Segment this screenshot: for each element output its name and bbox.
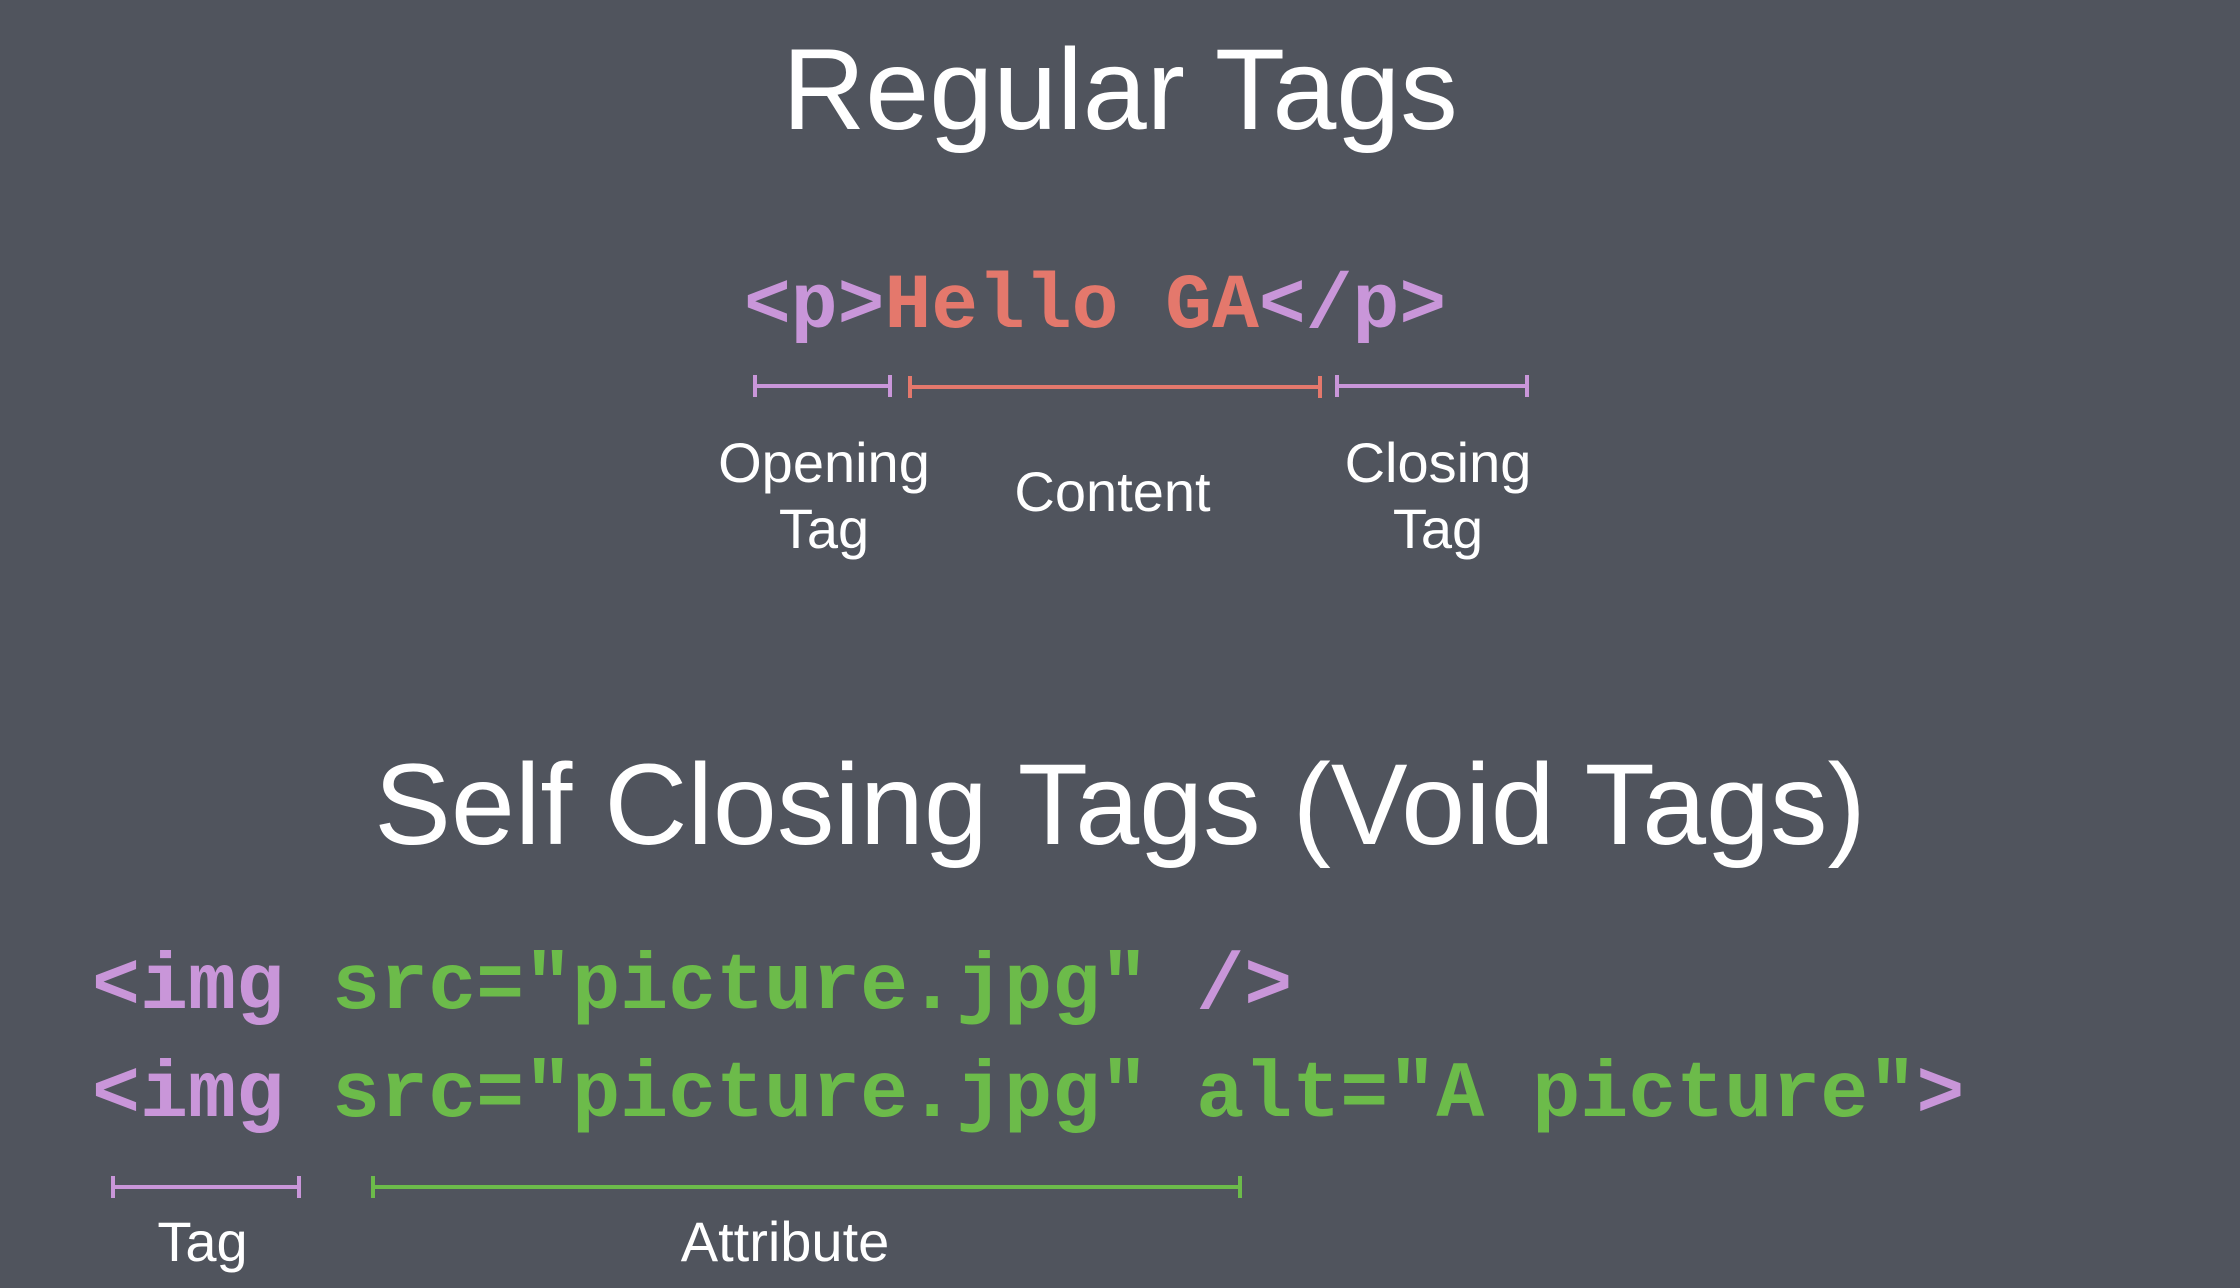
attribute-label: Attribute — [680, 1210, 890, 1273]
opening-tag-bracket — [753, 375, 892, 397]
opening-tag-label: Opening Tag — [718, 431, 930, 560]
self-closing-code-line-2: <img src="picture.jpg" alt="A picture"> — [92, 1050, 1964, 1142]
img-tag-code: <img — [92, 942, 285, 1033]
src-attribute-code: src="picture.jpg" — [332, 942, 1149, 1033]
content-code: Hello GA — [884, 263, 1259, 351]
img-tag-code: <img — [92, 1050, 285, 1141]
src-attribute-code: src="picture.jpg" — [332, 1050, 1149, 1141]
content-label: Content — [1014, 460, 1211, 523]
self-close-code: /> — [1196, 942, 1293, 1033]
regular-tag-code: <p>Hello GA</p> — [744, 262, 1446, 352]
self-closing-tags-title: Self Closing Tags (Void Tags) — [374, 741, 1866, 869]
closing-tag-label: Closing Tag — [1344, 431, 1532, 560]
regular-tags-title: Regular Tags — [782, 26, 1458, 154]
tag-bracket — [111, 1176, 301, 1198]
closing-tag-bracket — [1335, 375, 1529, 397]
attribute-bracket — [371, 1176, 1242, 1198]
content-bracket — [908, 376, 1322, 398]
closing-tag-code: </p> — [1258, 263, 1447, 351]
tag-label: Tag — [157, 1210, 248, 1273]
self-closing-code-line-1: <img src="picture.jpg" /> — [92, 942, 1292, 1034]
opening-tag-code: <p> — [744, 263, 885, 351]
tag-close-code: > — [1916, 1050, 1965, 1141]
alt-attribute-code: alt="A picture" — [1196, 1050, 1917, 1141]
